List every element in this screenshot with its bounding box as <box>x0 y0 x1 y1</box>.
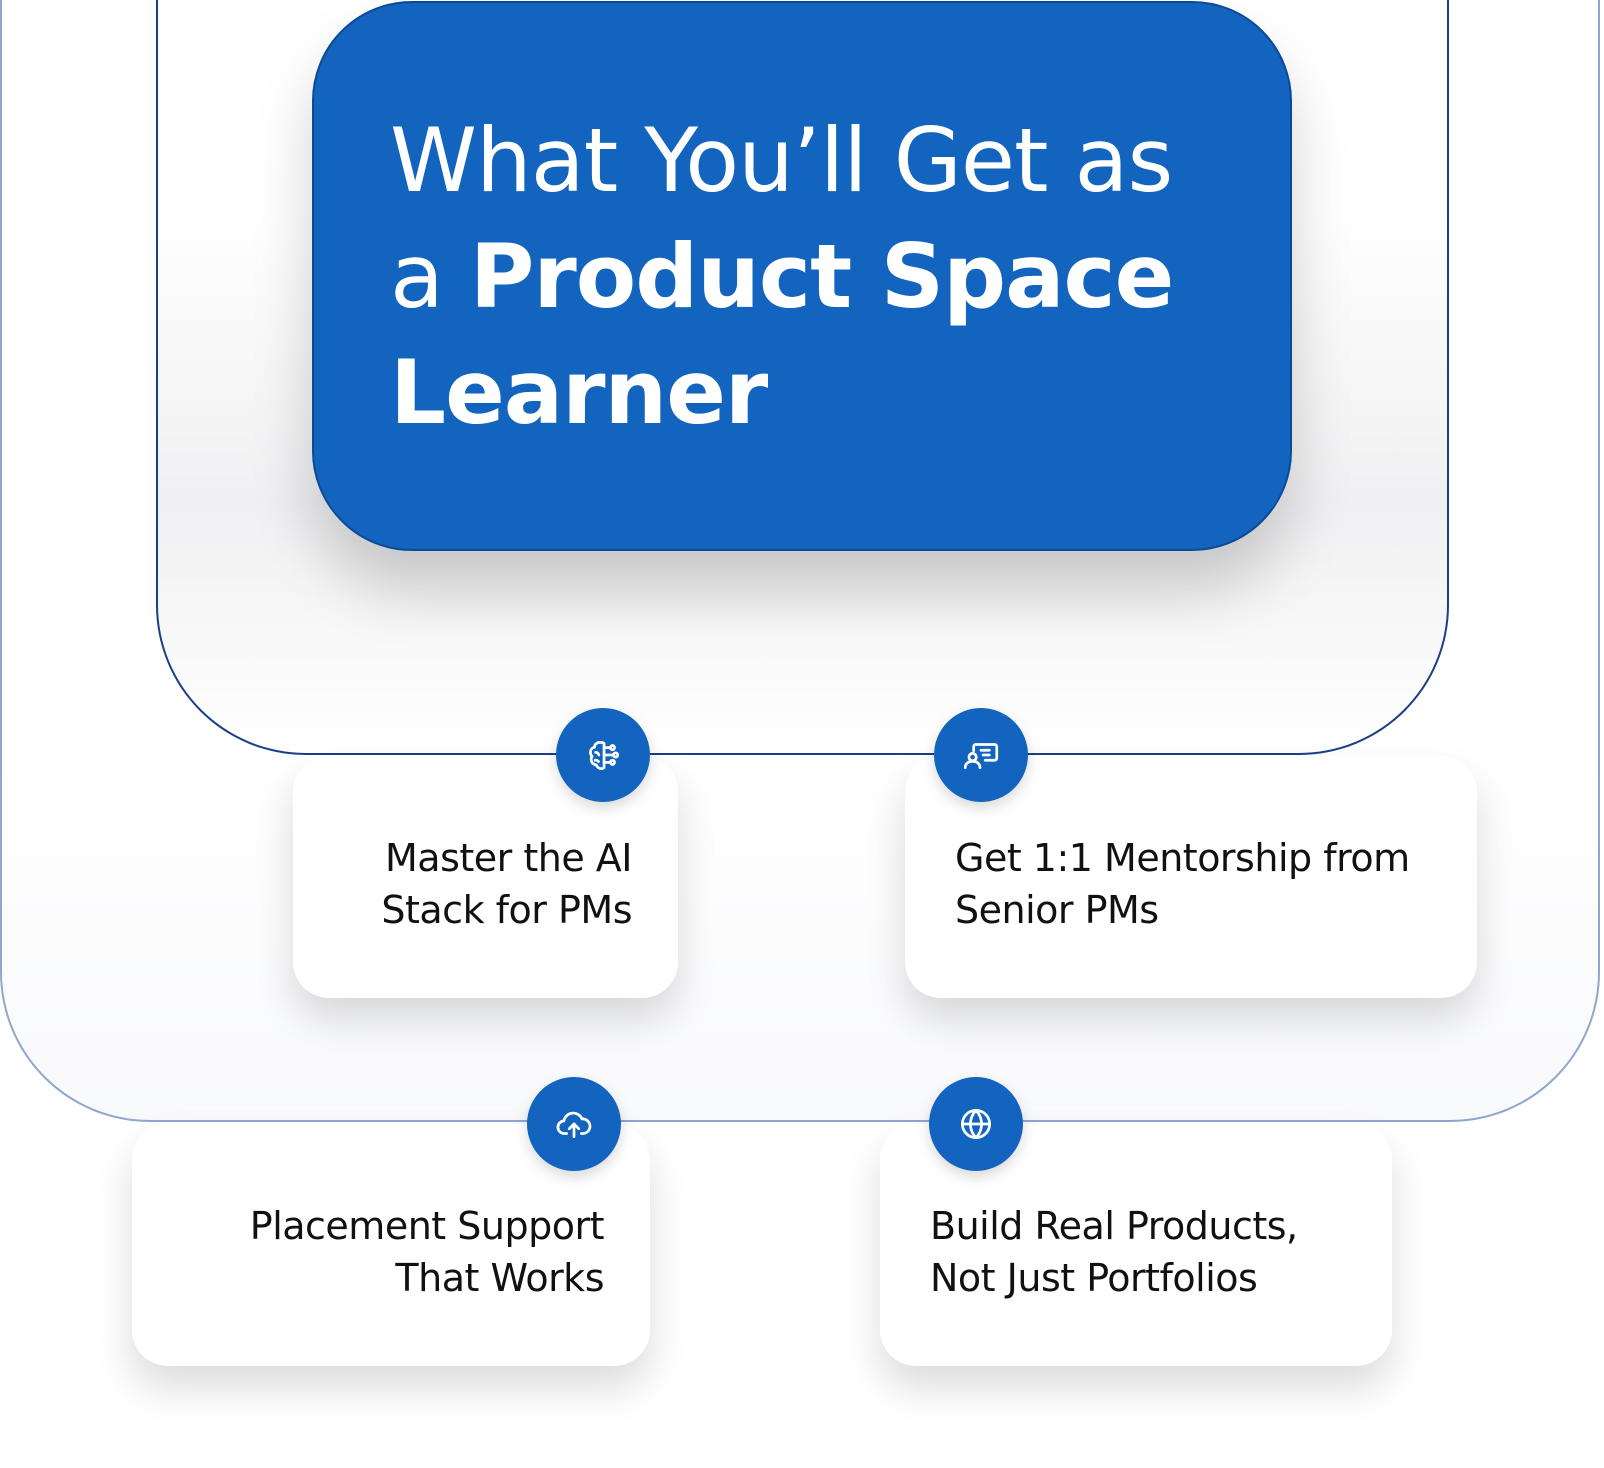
globe-icon <box>929 1077 1023 1171</box>
feature-line-2: That Works <box>395 1256 604 1300</box>
feature-text: Get 1:1 Mentorship from Senior PMs <box>955 832 1455 936</box>
feature-line-1: Master the AI <box>385 836 633 880</box>
title-line-2-prefix: a <box>390 225 470 328</box>
feature-line-2: Not Just Portfolios <box>930 1256 1258 1300</box>
feature-text: Placement Support That Works <box>164 1200 605 1304</box>
heading-card: What You’ll Get as a Product Space Learn… <box>312 1 1292 551</box>
feature-line-1: Placement Support <box>249 1204 605 1248</box>
feature-line-2: Senior PMs <box>955 888 1159 932</box>
feature-card-mentorship: Get 1:1 Mentorship from Senior PMs <box>905 756 1477 998</box>
feature-line-1: Build Real Products, <box>930 1204 1298 1248</box>
mentor-chat-icon <box>934 708 1028 802</box>
title-line-3-bold: Learner <box>390 341 768 444</box>
cloud-upload-icon <box>527 1077 621 1171</box>
feature-text: Master the AI Stack for PMs <box>302 832 632 936</box>
title-line-2-bold: Product Space <box>469 225 1174 328</box>
feature-line-1: Get 1:1 Mentorship from <box>955 836 1410 880</box>
feature-text: Build Real Products, Not Just Portfolios <box>930 1200 1380 1304</box>
title-line-1: What You’ll Get as <box>390 109 1173 212</box>
feature-card-placement: Placement Support That Works <box>132 1124 650 1366</box>
page-title: What You’ll Get as a Product Space Learn… <box>390 103 1250 451</box>
feature-card-build-products: Build Real Products, Not Just Portfolios <box>880 1124 1392 1366</box>
feature-line-2: Stack for PMs <box>381 888 632 932</box>
brain-circuit-icon <box>556 708 650 802</box>
